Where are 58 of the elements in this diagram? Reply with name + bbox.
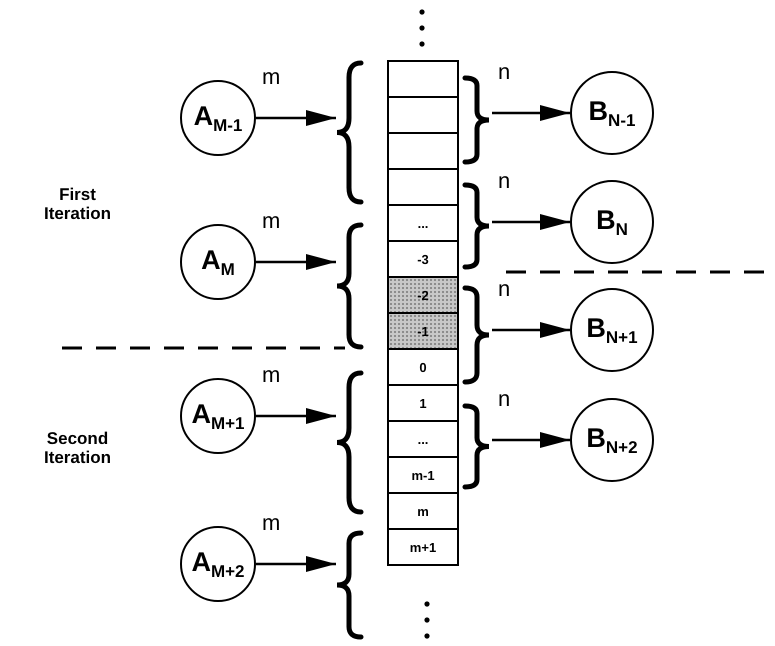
curly-brace	[334, 60, 364, 205]
curly-brace	[462, 75, 492, 165]
arrow	[256, 254, 336, 270]
edge-label: m	[262, 66, 280, 88]
curly-brace	[334, 370, 364, 515]
shaded-buffer-cell	[387, 312, 459, 350]
node-label: B$_{N-1}$	[588, 98, 636, 128]
cell-label: 0	[419, 360, 427, 374]
edge-label: n	[498, 388, 510, 410]
cell-label: ...	[418, 432, 428, 446]
curly-brace	[462, 285, 492, 385]
node-label: B$_{N+1}$	[586, 314, 638, 346]
section-label: First Iteration	[42, 186, 112, 224]
cell-label: -2	[417, 288, 429, 302]
edge-label: m	[262, 512, 280, 534]
node-label: B$_{N}$	[596, 206, 628, 238]
curly-brace	[334, 530, 364, 640]
edge-label: n	[498, 170, 510, 192]
buffer-cell	[387, 132, 459, 170]
shaded-buffer-cell	[387, 276, 459, 314]
edge-label: m	[262, 364, 280, 386]
edge-label: m	[262, 210, 280, 232]
node-label: A$_{M+1}$	[191, 400, 245, 432]
buffer-cell	[387, 240, 459, 278]
cell-label: ...	[418, 216, 428, 230]
cell-label: m+1	[410, 540, 436, 554]
node-label: A$_{M+2}$	[191, 548, 245, 580]
buffer-cell	[387, 96, 459, 134]
arrow	[256, 110, 336, 126]
arrow	[492, 214, 570, 230]
arrow	[256, 408, 336, 424]
cell-label: -3	[417, 252, 429, 266]
arrow	[492, 105, 570, 121]
curly-brace	[334, 222, 364, 350]
buffer-cell	[387, 384, 459, 422]
buffer-cell	[387, 60, 459, 98]
arrow	[492, 322, 570, 338]
section-label: Second Iteration	[42, 430, 112, 468]
node-label: A$_{M-1}$	[194, 102, 242, 134]
buffer-cell	[387, 204, 459, 242]
cell-label: m	[417, 504, 429, 518]
buffer-cell	[387, 348, 459, 386]
arrow	[256, 556, 336, 572]
curly-brace	[462, 182, 492, 270]
cell-label: -1	[417, 324, 429, 338]
curly-brace	[462, 403, 492, 490]
arrow	[492, 432, 570, 448]
buffer-cell	[387, 168, 459, 206]
node-label: A$_{M}$	[201, 246, 235, 278]
buffer-cell	[387, 420, 459, 458]
buffer-cell	[387, 492, 459, 530]
cell-label: m-1	[411, 468, 435, 482]
buffer-cell	[387, 456, 459, 494]
cell-label: 1	[419, 396, 427, 410]
edge-label: n	[498, 61, 510, 83]
buffer-cell	[387, 528, 459, 566]
edge-label: n	[498, 278, 510, 300]
node-label: B$_{N+2}$	[586, 424, 638, 456]
